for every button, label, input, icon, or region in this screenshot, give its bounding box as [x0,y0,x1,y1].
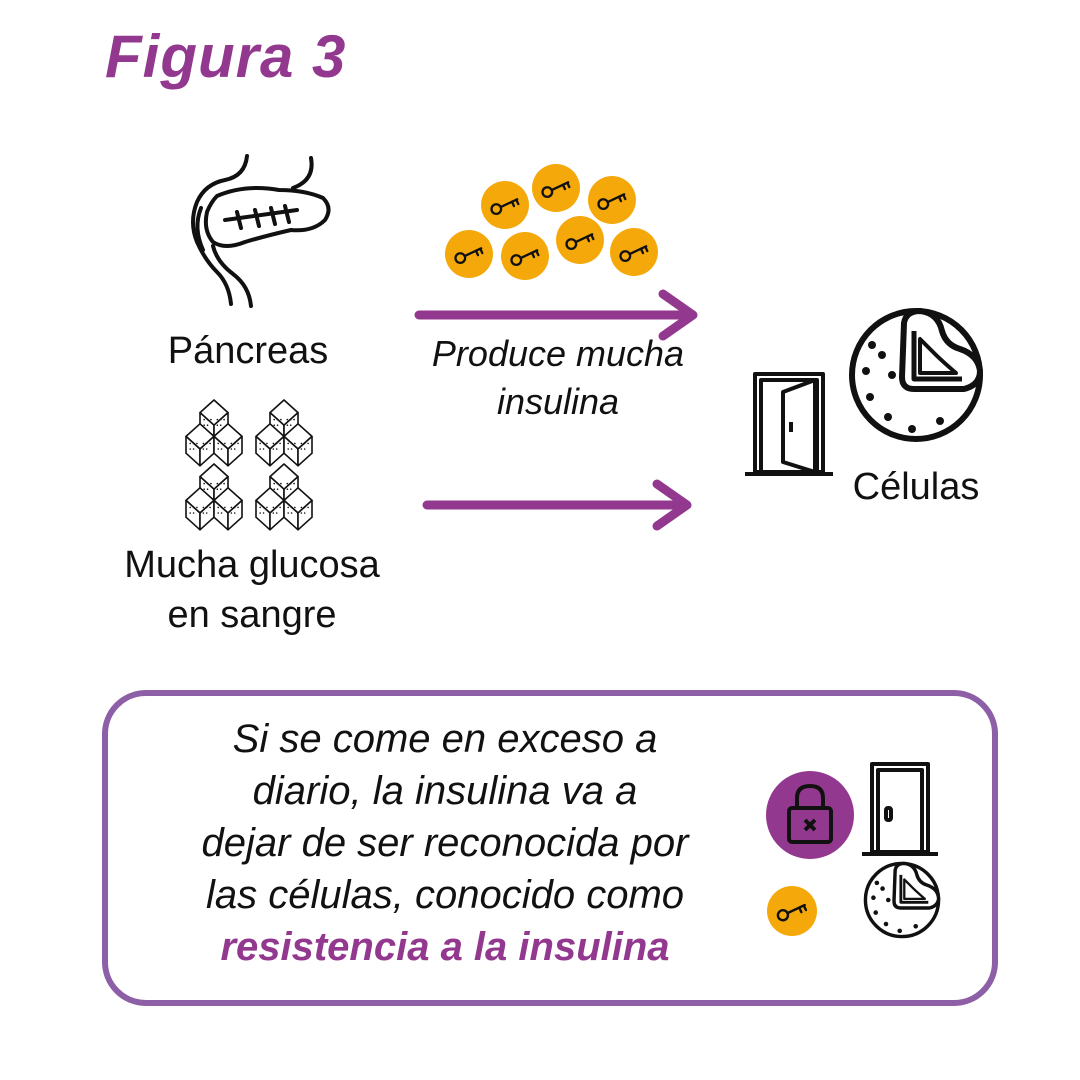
info-line-1: Si se come en exceso a [232,717,658,761]
key-icon [767,886,817,936]
locked-padlock-icon [766,771,854,859]
arrow-label-line2: insulina [496,381,620,422]
sugar-cubes-icon [185,399,313,531]
figure-title: Figura 3 [105,23,347,90]
glucose-label-line1: Mucha glucosa [124,544,380,586]
cell-icon [849,308,983,442]
insulin-key-circle [610,228,658,276]
info-box [102,690,998,1006]
open-door-icon [745,372,833,476]
info-line-4: las células, conocido como [205,873,685,917]
info-line-3: dejar de ser reconocida por [201,821,689,865]
arrow-label: Produce mucha insulina [408,330,708,426]
cell-icon [863,861,941,939]
arrow-label-line1: Produce mucha [431,333,685,374]
glucose-label-line2: en sangre [167,594,337,636]
closed-door-icon [862,762,938,856]
key-circle [767,886,817,936]
info-highlight: resistencia a la insulina [220,925,670,969]
insulin-key-circle [532,164,580,212]
insulin-key-circle [481,181,529,229]
info-line-2: diario, la insulina va a [252,769,638,813]
insulin-key-circle [501,232,549,280]
insulin-keys-icon [445,164,658,280]
info-text: Si se come en exceso a diario, la insuli… [150,713,740,973]
arrow-glucose-to-cells [422,479,692,531]
insulin-key-circle [445,230,493,278]
arrow-pancreas-to-cells [414,289,698,341]
pancreas-label: Páncreas [167,330,329,372]
insulin-key-circle [556,216,604,264]
insulin-key-circle [588,176,636,224]
glucose-label: Mucha glucosa en sangre [92,540,412,640]
cells-label: Células [852,466,980,508]
pancreas-icon [191,154,331,308]
